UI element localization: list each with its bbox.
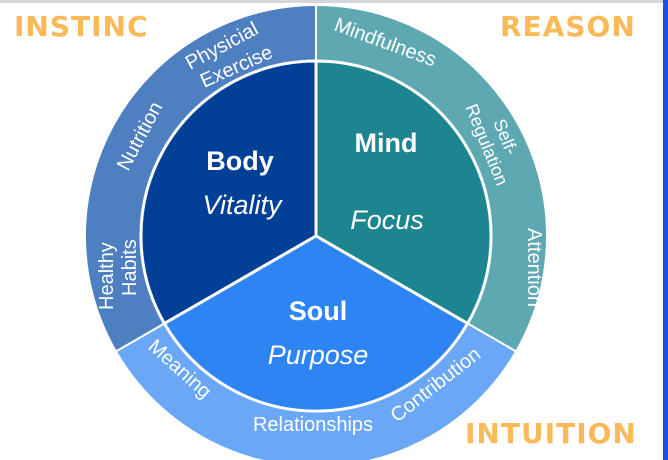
mind-inner-sector [314, 59, 493, 326]
body-subtitle: Vitality [202, 190, 283, 220]
top-border [0, 0, 668, 3]
soul-inner-sector [162, 234, 470, 413]
label-healthy-habits-2: Habits [119, 239, 141, 296]
mind-subtitle: Focus [350, 205, 424, 235]
label-attention: Attention [523, 228, 545, 307]
label-healthy-habits-1: Healthy [96, 242, 118, 310]
soul-title: Soul [289, 296, 348, 326]
body-title: Body [206, 146, 274, 176]
mind-title: Mind [355, 128, 418, 158]
corner-label-intuition: INTUITION [465, 417, 637, 450]
soul-subtitle: Purpose [268, 340, 369, 370]
corner-label-reason: REASON [500, 10, 636, 43]
right-border [663, 0, 668, 460]
corner-label-instinct: INSTINC [14, 10, 149, 43]
label-relationships: Relationships [253, 414, 373, 436]
body-inner-sector [139, 59, 318, 326]
